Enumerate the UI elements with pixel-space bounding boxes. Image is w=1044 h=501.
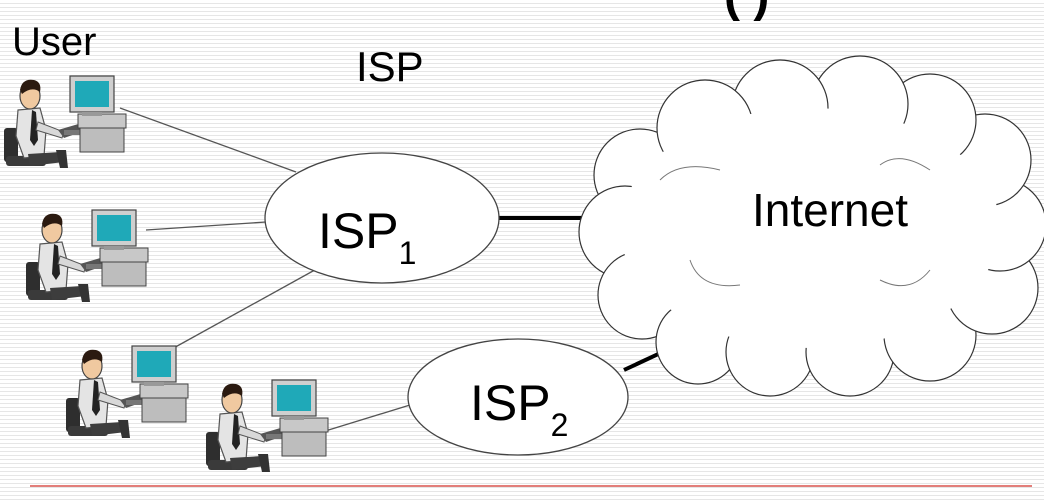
internet-label: Internet [752, 184, 908, 236]
user-label: User [12, 20, 97, 64]
svg-text:ISP1: ISP1 [318, 203, 416, 271]
link-user1-isp1 [119, 107, 297, 173]
isp1-node: ISP1 [264, 152, 500, 284]
svg-text:ISP2: ISP2 [470, 375, 568, 443]
isp1-subscript: 1 [399, 235, 417, 271]
user-workstation-icon [205, 379, 329, 473]
link-user4-isp2 [321, 404, 411, 433]
isp2-subscript: 2 [551, 407, 569, 443]
isp1-label: ISP [318, 203, 399, 259]
title-fragment: ( ) [724, 0, 769, 20]
user-workstation-icon [65, 345, 189, 439]
link-user3-isp1 [169, 265, 323, 351]
isp2-label: ISP [470, 375, 551, 431]
connection-lines [119, 107, 411, 433]
isp2-node: ISP2 [407, 338, 629, 456]
user-workstation-icon [3, 75, 127, 169]
user-workstation-icon [25, 209, 149, 303]
link-user2-isp1 [145, 221, 267, 231]
internet-cloud [578, 55, 1044, 397]
isp-label: ISP [356, 43, 424, 90]
